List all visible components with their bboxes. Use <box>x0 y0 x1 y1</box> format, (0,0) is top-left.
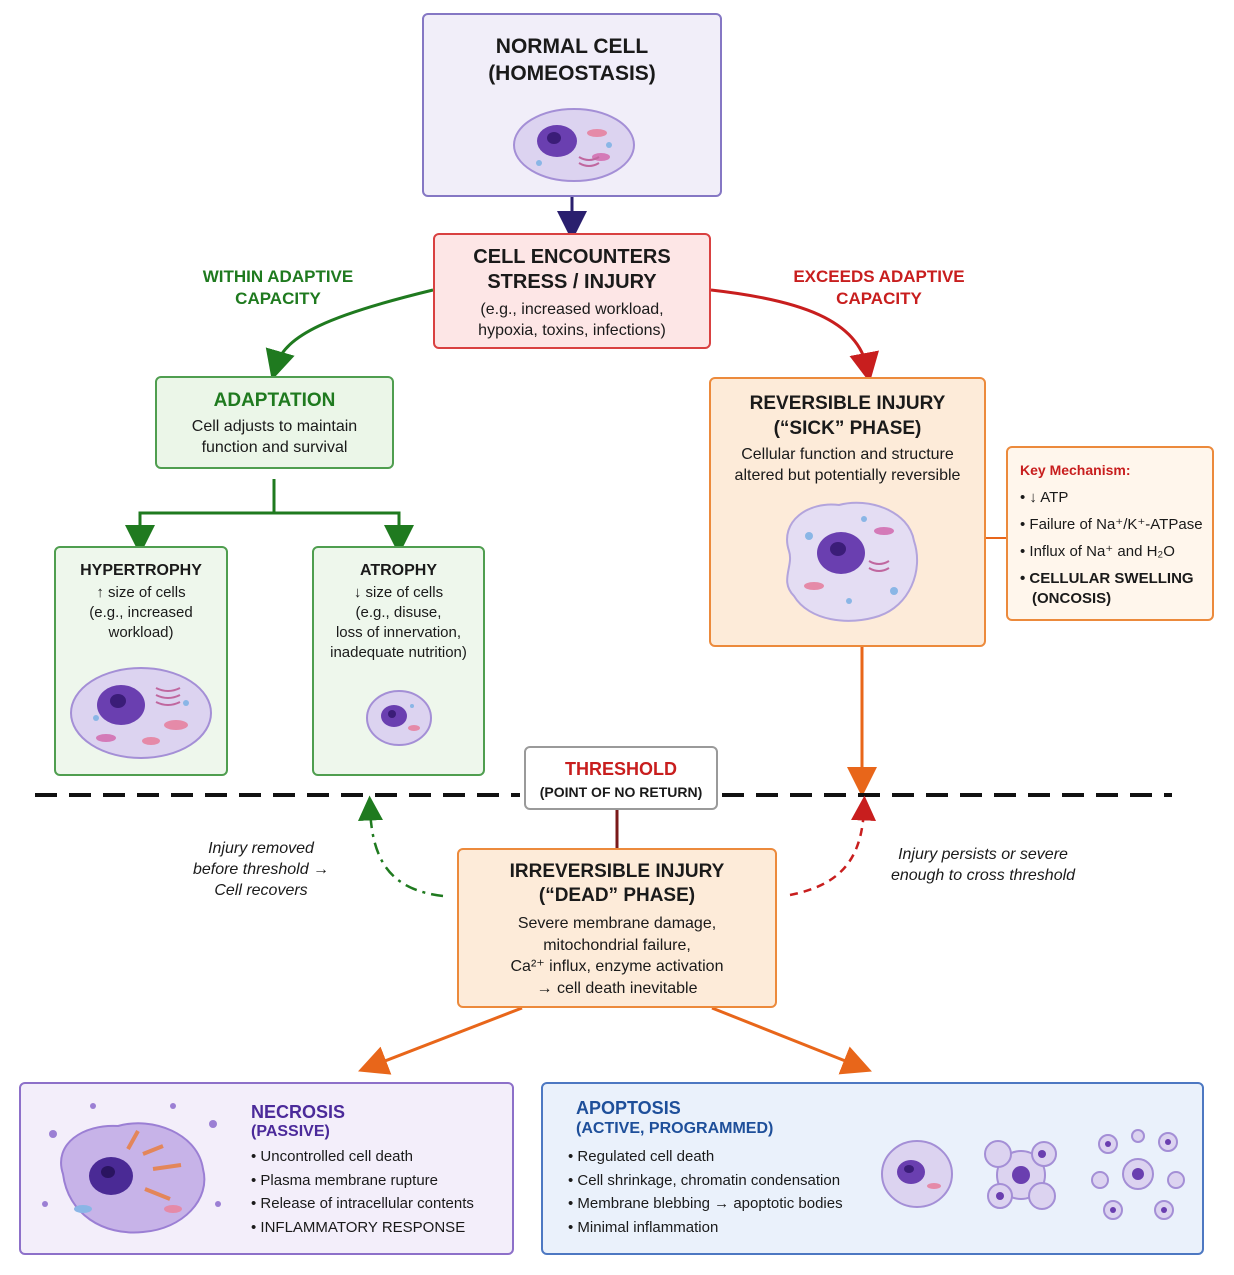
stress-title: CELL ENCOUNTERS <box>473 246 671 268</box>
key-mechanism-box: Key Mechanism: • ↓ ATP • Failure of Na⁺/… <box>1006 446 1214 621</box>
mechanism-item-swelling-text: CELLULAR SWELLING <box>1029 570 1194 587</box>
exceeds-adaptive-label: EXCEEDS ADAPTIVE CAPACITY <box>775 266 983 310</box>
mechanism-item-atp-text: ↓ ATP <box>1029 489 1069 506</box>
normal-cell-title: NORMAL CELL <box>495 35 649 58</box>
necrosis-box: NECROSIS (PASSIVE) Uncontrolled cell dea… <box>19 1082 514 1255</box>
mechanism-item-influx-text: Influx of Na⁺ and H₂O <box>1029 543 1175 560</box>
hypertrophy-box: HYPERTROPHY ↑ size of cells (e.g., incre… <box>54 546 228 776</box>
mechanism-item-pump-text: Failure of Na⁺/K⁺-ATPase <box>1029 516 1203 533</box>
irreversible-subtitle: (“DEAD” PHASE) <box>538 885 696 906</box>
apoptosis-cell-blebbing <box>984 1140 1057 1210</box>
reversible-title: REVERSIBLE INJURY <box>749 393 946 414</box>
swollen-cell-illustration <box>786 501 919 622</box>
necrosis-subtitle: (PASSIVE) <box>251 1123 330 1140</box>
apoptosis-item: Membrane blebbing → apoptotic bodies <box>568 1195 842 1213</box>
apoptosis-item: Minimal inflammation <box>568 1219 843 1237</box>
apoptosis-apoptotic-bodies <box>1091 1129 1185 1220</box>
arrow-recover-dashed <box>357 795 444 898</box>
hypertrophy-cell-illustration <box>70 667 212 759</box>
stress-box: CELL ENCOUNTERS STRESS / INJURY (e.g., i… <box>433 233 711 349</box>
atrophy-title: ATROPHY <box>359 562 438 579</box>
recover-label: Injury removed before threshold → Cell r… <box>172 838 350 901</box>
necrosis-title: NECROSIS <box>251 1102 346 1122</box>
persist-line2: enough to cross threshold <box>890 867 1076 884</box>
apoptosis-cell-intact <box>881 1140 953 1208</box>
irreversible-desc-line1: Severe membrane damage, <box>517 915 717 932</box>
persist-label: Injury persists or severe enough to cros… <box>868 844 1098 886</box>
recover-line1: Injury removed <box>208 840 314 857</box>
irreversible-desc-line2: mitochondrial failure, <box>543 936 691 954</box>
hypertrophy-title: HYPERTROPHY <box>80 562 202 579</box>
adaptation-desc-line1: Cell adjusts to maintain <box>191 418 358 435</box>
reversible-desc-line1: Cellular function and structure <box>741 446 954 463</box>
arrow-to-apoptosis <box>711 1006 872 1075</box>
mechanism-item-swelling: • CELLULAR SWELLING <box>1020 570 1194 587</box>
necrosis-item: INFLAMMATORY RESPONSE <box>251 1219 474 1237</box>
arrow-persist-dashed <box>789 795 877 897</box>
adaptation-title: ADAPTATION <box>213 390 336 411</box>
irreversible-title: IRREVERSIBLE INJURY <box>509 861 725 882</box>
recover-line3: Cell recovers <box>214 882 308 899</box>
atrophy-box: ATROPHY ↓ size of cells (e.g., disuse, l… <box>312 546 485 776</box>
apoptosis-title: APOPTOSIS <box>576 1098 681 1118</box>
threshold-title: THRESHOLD <box>565 759 677 779</box>
atrophy-cell-illustration <box>366 690 432 746</box>
mechanism-item-oncosis: (ONCOSIS) <box>1032 590 1112 607</box>
threshold-subtitle: (POINT OF NO RETURN) <box>539 784 703 800</box>
threshold-box: THRESHOLD (POINT OF NO RETURN) <box>524 746 718 810</box>
arrow-exceeds-adaptive <box>710 288 879 383</box>
necrosis-cell-illustration <box>42 1103 221 1234</box>
atrophy-line2: (e.g., disuse, <box>355 604 442 621</box>
reversible-subtitle: (“SICK” PHASE) <box>773 418 922 439</box>
within-adaptive-line1: WITHIN ADAPTIVE <box>202 267 354 286</box>
stress-desc-line1: (e.g., increased workload, <box>480 301 664 318</box>
atrophy-line1: ↓ size of cells <box>353 584 444 601</box>
irreversible-injury-box: IRREVERSIBLE INJURY (“DEAD” PHASE) Sever… <box>457 848 777 1008</box>
exceeds-adaptive-line1: EXCEEDS ADAPTIVE <box>793 267 965 286</box>
irreversible-desc-line4: → cell death inevitable <box>536 979 698 997</box>
recover-line2: before threshold → <box>192 861 330 878</box>
hypertrophy-line2: (e.g., increased <box>89 604 193 621</box>
normal-cell-illustration <box>513 108 635 182</box>
stress-subtitle: STRESS / INJURY <box>487 271 657 293</box>
hypertrophy-line3: workload) <box>108 624 174 641</box>
atrophy-line4: inadequate nutrition) <box>330 644 467 661</box>
exceeds-adaptive-line2: CAPACITY <box>836 289 922 308</box>
apoptosis-item: Cell shrinkage, chromatin condensation <box>568 1172 843 1190</box>
apoptosis-list: Regulated cell death Cell shrinkage, chr… <box>568 1148 843 1242</box>
apoptosis-item: Regulated cell death <box>568 1148 843 1166</box>
apoptosis-box: APOPTOSIS (ACTIVE, PROGRAMMED) Regulated… <box>541 1082 1204 1255</box>
mechanism-item-pump: • Failure of Na⁺/K⁺-ATPase <box>1020 516 1203 533</box>
hypertrophy-line1: ↑ size of cells <box>96 584 186 601</box>
necrosis-item: Uncontrolled cell death <box>251 1148 474 1166</box>
adaptation-box: ADAPTATION Cell adjusts to maintain func… <box>155 376 394 469</box>
normal-cell-subtitle: (HOMEOSTASIS) <box>488 62 656 85</box>
necrosis-item: Plasma membrane rupture <box>251 1172 474 1190</box>
persist-line1: Injury persists or severe <box>898 846 1068 863</box>
adaptation-desc-line2: function and survival <box>201 439 348 456</box>
arrow-to-necrosis <box>358 1006 523 1075</box>
mechanism-item-atp: • ↓ ATP <box>1020 489 1069 506</box>
necrosis-list: Uncontrolled cell death Plasma membrane … <box>251 1148 474 1242</box>
arrow-within-adaptive <box>265 288 434 381</box>
stress-desc-line2: hypoxia, toxins, infections) <box>478 322 666 339</box>
mechanism-item-influx: • Influx of Na⁺ and H₂O <box>1020 543 1175 560</box>
apoptosis-subtitle: (ACTIVE, PROGRAMMED) <box>576 1120 774 1137</box>
necrosis-item: Release of intracellular contents <box>251 1195 473 1213</box>
key-mechanism-title: Key Mechanism: <box>1020 462 1131 478</box>
atrophy-line3: loss of innervation, <box>335 624 462 641</box>
within-adaptive-label: WITHIN ADAPTIVE CAPACITY <box>180 266 376 310</box>
irreversible-desc-line3: Ca²⁺ influx, enzyme activation <box>510 958 724 975</box>
normal-cell-box: NORMAL CELL (HOMEOSTASIS) <box>422 13 722 197</box>
within-adaptive-line2: CAPACITY <box>235 289 321 308</box>
reversible-injury-box: REVERSIBLE INJURY (“SICK” PHASE) Cellula… <box>709 377 986 647</box>
arrow-adaptation-branches <box>138 479 401 538</box>
reversible-desc-line2: altered but potentially reversible <box>734 467 961 484</box>
